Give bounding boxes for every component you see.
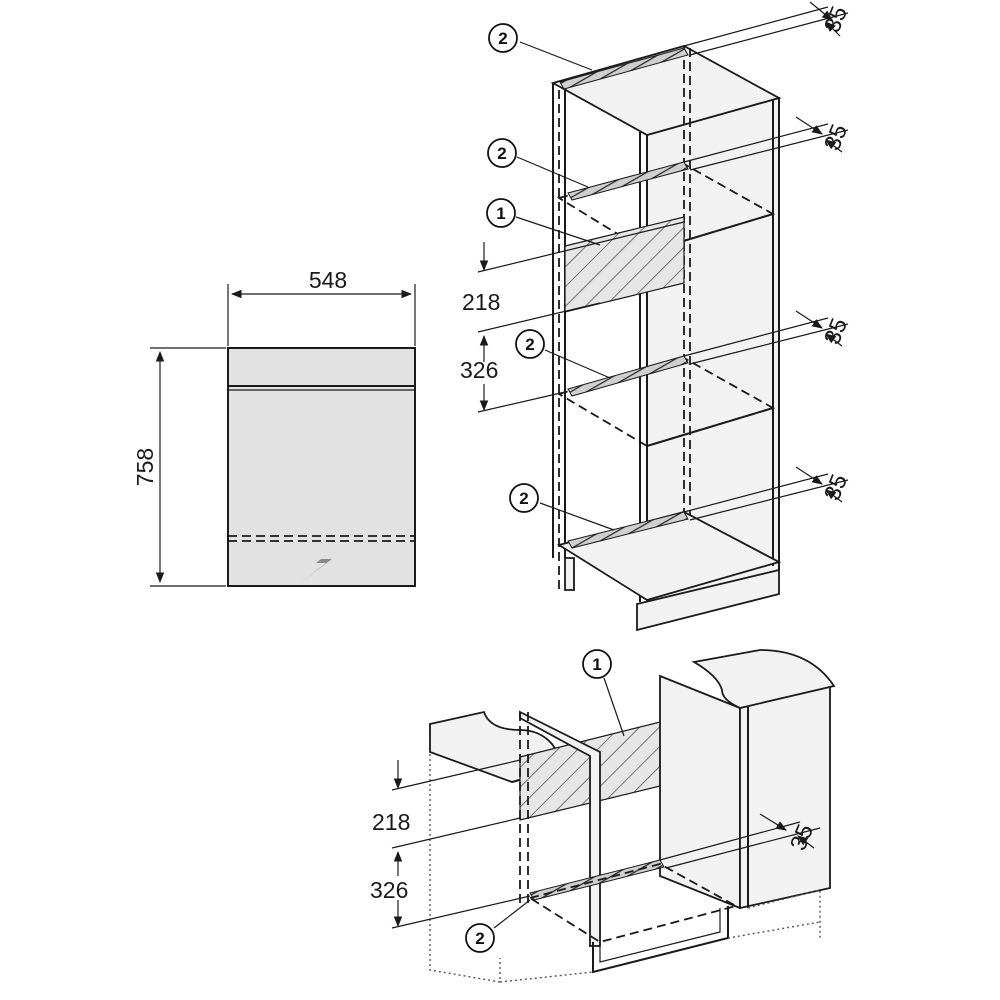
base-dim-326-label: 326 — [370, 877, 408, 903]
svg-text:2: 2 — [475, 929, 484, 948]
svg-text:2: 2 — [497, 144, 506, 163]
oven-front-view: 548 758 — [132, 267, 416, 587]
callout-2-upper-shelf: 2 — [487, 138, 589, 188]
upper-shelf-vent — [567, 161, 689, 201]
base-dim-218-bottom — [391, 817, 521, 849]
dim-218-label: 218 — [462, 289, 500, 315]
middle-shelf-vent — [567, 355, 689, 397]
base-callout-2: 2 — [465, 899, 531, 953]
callout-2-middle-shelf: 2 — [515, 329, 611, 379]
base-plinth — [499, 921, 821, 983]
svg-text:1: 1 — [592, 655, 601, 674]
tall-cabinet-plinth-left — [564, 557, 575, 591]
bottom-vent-strip — [567, 511, 689, 549]
base-drawer-front — [592, 906, 729, 974]
width-dimension-label: 548 — [309, 267, 347, 293]
tall-cabinet-view: 35 35 35 35 218 326 — [460, 1, 853, 632]
base-dim-218-label: 218 — [372, 809, 410, 835]
base-drawer-front-inner — [599, 908, 721, 963]
svg-text:2: 2 — [525, 335, 534, 354]
base-drawer-outline — [527, 863, 739, 943]
base-dim-326-bottom — [391, 895, 531, 929]
right-cabinet-side — [739, 684, 831, 910]
base-dim-218-top — [391, 759, 521, 791]
clearance-dim-top: 35 — [683, 1, 853, 56]
dim-326-label: 326 — [460, 357, 498, 383]
left-counter-body — [429, 724, 501, 983]
height-dimension-label: 758 — [132, 448, 158, 486]
tall-cabinet-plinth — [636, 568, 780, 632]
clearance-label-top: 35 — [819, 2, 853, 35]
base-cabinet-view: 35 218 326 1 2 — [370, 649, 836, 983]
oven-front-panel — [227, 347, 416, 587]
top-vent-strip — [559, 47, 689, 90]
svg-text:2: 2 — [519, 489, 528, 508]
dim-218-line-top — [477, 221, 685, 273]
right-countertop — [691, 649, 836, 709]
dim-218-line-bottom — [477, 302, 601, 333]
callout-2-bottom: 2 — [509, 483, 615, 531]
callout-1-hatched: 1 — [486, 198, 601, 246]
svg-text:2: 2 — [498, 29, 507, 48]
dim-326-line-bottom — [477, 391, 566, 413]
ventilation-cutout-hatched — [564, 216, 685, 313]
middle-shelf-front — [646, 407, 774, 447]
callout-2-top: 2 — [488, 23, 593, 71]
base-callout-1: 1 — [582, 649, 625, 737]
svg-text:1: 1 — [496, 204, 505, 223]
right-cabinet-front — [659, 674, 741, 910]
